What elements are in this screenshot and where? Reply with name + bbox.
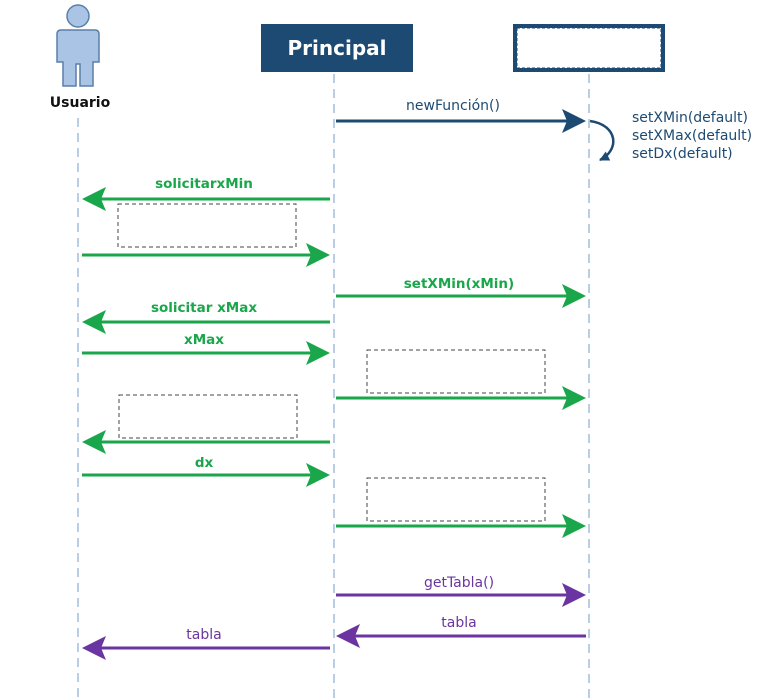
message-setxmin: setXMin(xMin) bbox=[336, 276, 586, 308]
self-call-arrow bbox=[589, 119, 615, 162]
message-label: solicitar xMax bbox=[151, 300, 257, 316]
user-label: Usuario bbox=[50, 95, 111, 111]
message-label: newFunción() bbox=[406, 98, 500, 114]
message-solicitar-xmax: solicitar xMax bbox=[82, 300, 330, 334]
message-label: getTabla() bbox=[424, 575, 494, 591]
message-gettabla: getTabla() bbox=[336, 575, 586, 607]
self-note: setXMin(default) setXMax(default) setDx(… bbox=[632, 110, 752, 162]
message-label: setXMin(xMin) bbox=[404, 276, 514, 292]
self-note-line: setXMax(default) bbox=[632, 128, 752, 144]
principal-label: Principal bbox=[288, 36, 387, 60]
message-label: dx bbox=[195, 455, 214, 471]
message-label: tabla bbox=[186, 627, 221, 643]
message-tabla-return: tabla bbox=[336, 615, 586, 648]
placeholder-box bbox=[366, 477, 546, 522]
message-dx: dx bbox=[82, 455, 330, 487]
object-participant bbox=[513, 24, 665, 72]
placeholder-box bbox=[118, 394, 298, 439]
message-setxmax bbox=[336, 386, 586, 410]
message-label: solicitarxMin bbox=[155, 176, 253, 192]
self-note-line: setDx(default) bbox=[632, 146, 733, 162]
message-newfuncion: newFunción() bbox=[336, 98, 586, 133]
user-icon bbox=[56, 4, 100, 87]
placeholder-box bbox=[366, 349, 546, 394]
message-setdx bbox=[336, 514, 586, 538]
message-label: xMax bbox=[184, 332, 224, 348]
message-solicitar-dx bbox=[82, 430, 330, 454]
principal-participant: Principal bbox=[261, 24, 413, 72]
placeholder-box bbox=[117, 203, 297, 248]
message-label: tabla bbox=[441, 615, 476, 631]
message-xmax: xMax bbox=[82, 332, 330, 365]
message-xmin-reply bbox=[82, 243, 330, 267]
message-tabla-user: tabla bbox=[82, 627, 330, 660]
self-note-line: setXMin(default) bbox=[632, 110, 748, 126]
message-solicitarxmin: solicitarxMin bbox=[82, 176, 330, 211]
